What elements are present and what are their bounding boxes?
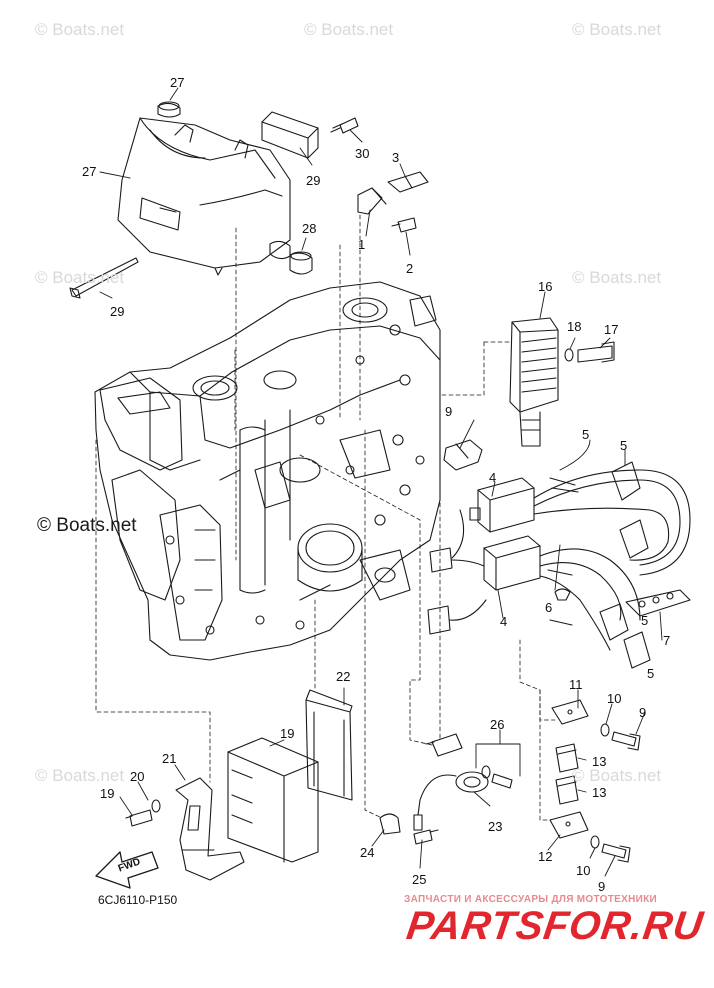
callout-9-upper: 9 (639, 705, 647, 720)
watermark: © Boats.net (572, 268, 662, 287)
callout-24: 25 (412, 872, 427, 887)
callout-26: 27 (82, 164, 97, 179)
part-2-bolt (391, 217, 417, 233)
watermark: © Boats.net (304, 20, 394, 39)
callout-8: 9 (445, 404, 453, 419)
part-9-bolt-upper (611, 731, 641, 751)
connector-plugs (427, 509, 487, 635)
callout-13-upper: 13 (592, 754, 607, 769)
part-30-bolt (330, 117, 359, 134)
callout-1: 1 (358, 237, 366, 252)
shop-tagline: ЗАПЧАСТИ И АКСЕССУАРЫ ДЛЯ МОТОТЕХНИКИ (404, 894, 657, 905)
part-16-washer (564, 348, 574, 362)
callout-10-lower: 10 (576, 863, 591, 878)
part-1-stay (357, 187, 387, 215)
callout-5-b: 5 (620, 438, 628, 453)
callout-4-lower: 4 (500, 614, 508, 629)
callout-9-lower: 9 (598, 879, 606, 894)
part-22-knock-sensor (413, 771, 489, 831)
assembly-dashed-lines (95, 214, 556, 821)
part-13-sensor-lower (555, 775, 579, 805)
watermark: © Boats.net (572, 20, 662, 39)
watermark: © Boats.net (35, 268, 125, 287)
shop-logo: PARTSFOR.RU (403, 904, 707, 948)
callout-7: 7 (663, 633, 671, 648)
part-4-ignition-coil-lower (483, 535, 541, 591)
callout-29: 29 (306, 173, 321, 188)
part-23-clamp (379, 813, 401, 835)
part-8-clip (443, 439, 483, 471)
callout-4-upper: 4 (489, 470, 497, 485)
part-27-grommet-side (269, 240, 313, 275)
callout-5-c: 5 (641, 613, 649, 628)
leader-lines (99, 87, 663, 877)
callout-5-a: 5 (582, 427, 590, 442)
part-28-cable-tie (69, 257, 139, 299)
part-26-cover (117, 117, 291, 276)
part-17-ecu (227, 737, 319, 863)
part-6-clamp (554, 588, 571, 601)
part-11-bracket (551, 699, 589, 725)
callout-13-lower: 13 (592, 785, 607, 800)
fwd-arrow-icon (95, 851, 159, 889)
callout-22: 23 (488, 819, 503, 834)
part-21-bracket (305, 689, 353, 801)
callout-17: 19 (280, 726, 295, 741)
callout-23: 24 (360, 845, 375, 860)
callout-12: 12 (538, 849, 553, 864)
part-7-holder (625, 589, 691, 617)
watermark: © Boats.net (572, 766, 662, 785)
callout-19: 20 (130, 769, 145, 784)
callout-27-side: 28 (302, 221, 317, 236)
callout-27-top: 27 (170, 75, 185, 90)
part-18-bolt (125, 809, 153, 827)
watermark-dark: © Boats.net (37, 515, 137, 536)
part-15-bolt (577, 341, 615, 363)
part-20-bracket (175, 777, 245, 881)
part-29-box (261, 111, 319, 159)
part-25-sensor (425, 733, 463, 757)
part-27-grommet-top (157, 101, 181, 118)
watermark: © Boats.net (35, 20, 125, 39)
watermark: © Boats.net (35, 766, 125, 785)
callout-6: 6 (545, 600, 553, 615)
callout-15: 17 (604, 322, 619, 337)
callout-5-d: 5 (647, 666, 655, 681)
part-14-rectifier (509, 317, 559, 447)
engine-block (94, 281, 441, 661)
part-25-washer (481, 765, 491, 779)
callout-30: 30 (355, 146, 370, 161)
callout-2: 2 (406, 261, 414, 276)
callout-18: 19 (100, 786, 115, 801)
part-5-ht-leads (533, 461, 691, 669)
part-4-ignition-coil-upper (469, 477, 535, 533)
part-13-sensor-upper (555, 743, 579, 773)
callout-16: 18 (567, 319, 582, 334)
part-10-washer-upper (600, 723, 610, 737)
diagram-code: 6CJ6110-P150 (98, 893, 178, 907)
callout-3: 3 (392, 150, 400, 165)
callout-28: 29 (110, 304, 125, 319)
part-19-washer (151, 799, 161, 813)
callout-25: 26 (490, 717, 505, 732)
part-12-bracket (549, 811, 589, 839)
part-3-clip (387, 171, 429, 193)
part-10-washer-lower (590, 835, 600, 849)
part-25-bolt (491, 773, 513, 789)
callout-10-upper: 10 (607, 691, 622, 706)
part-24-bolt (413, 829, 439, 845)
callout-20: 21 (162, 751, 177, 766)
part-9-bolt-lower (601, 843, 631, 863)
callout-11: 11 (569, 677, 583, 692)
callout-14: 16 (538, 279, 553, 294)
callout-21: 22 (336, 669, 351, 684)
